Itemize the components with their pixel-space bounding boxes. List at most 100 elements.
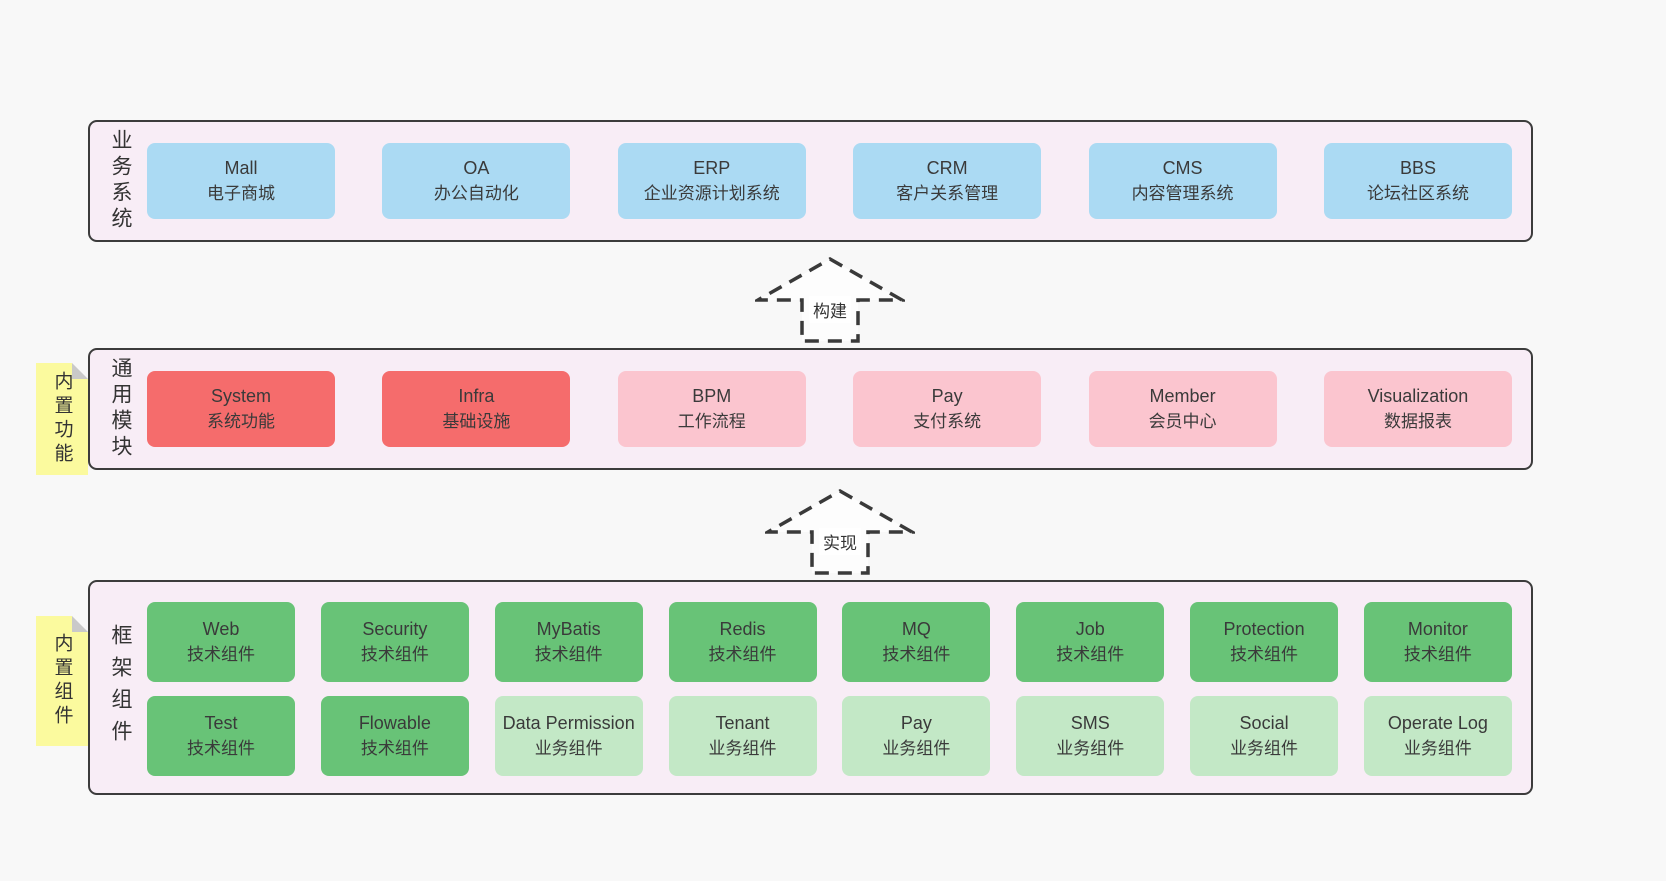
- box-bbs: BBS 论坛社区系统: [1323, 143, 1512, 219]
- box-title: BPM: [692, 386, 732, 406]
- box-data-permission: Data Permission 业务组件: [494, 696, 643, 776]
- box-title: SMS: [1070, 713, 1110, 733]
- box-mybatis: MyBatis 技术组件: [494, 602, 643, 682]
- box-web: Web 技术组件: [147, 602, 295, 682]
- box-tenant: Tenant 业务组件: [668, 696, 817, 776]
- box-title: Visualization: [1367, 386, 1469, 406]
- box-infra: Infra 基础设施: [382, 371, 571, 447]
- box-operate-log: Operate Log 业务组件: [1363, 696, 1512, 776]
- box-title: Operate Log: [1387, 713, 1488, 733]
- box-title: Test: [204, 713, 238, 733]
- box-member: Member 会员中心: [1088, 371, 1277, 447]
- box-title: Pay: [900, 713, 932, 733]
- box-protection: Protection 技术组件: [1190, 602, 1339, 682]
- box-subtitle: 业务组件: [1403, 739, 1472, 758]
- panel-modules-label: 通用模块: [109, 357, 132, 461]
- box-subtitle: 电子商城: [207, 184, 275, 203]
- box-monitor: Monitor 技术组件: [1363, 602, 1512, 682]
- framework-row-2: Test 技术组件 Flowable 技术组件 Data Permission …: [147, 696, 1512, 776]
- box-subtitle: 客户关系管理: [896, 184, 999, 203]
- box-subtitle: 业务组件: [708, 739, 777, 758]
- box-subtitle: 系统功能: [207, 412, 275, 431]
- box-visualization: Visualization 数据报表: [1323, 371, 1512, 447]
- box-subtitle: 技术组件: [187, 739, 255, 758]
- box-subtitle: 工作流程: [677, 412, 746, 431]
- box-title: OA: [463, 158, 490, 178]
- box-title: Tenant: [715, 713, 770, 733]
- module-boxes: System 系统功能 Infra 基础设施 BPM 工作流程 Pay 支付系统…: [147, 350, 1512, 468]
- box-subtitle: 支付系统: [913, 412, 982, 431]
- box-subtitle: 技术组件: [1403, 645, 1472, 664]
- box-subtitle: 企业资源计划系统: [643, 184, 780, 203]
- panel-common-modules: 通用模块 System 系统功能 Infra 基础设施 BPM 工作流程 Pay…: [88, 348, 1533, 470]
- box-subtitle: 技术组件: [187, 645, 255, 664]
- box-title: Mall: [224, 158, 258, 178]
- box-mq: MQ 技术组件: [842, 602, 991, 682]
- box-title: Protection: [1223, 619, 1305, 639]
- box-bpm: BPM 工作流程: [617, 371, 806, 447]
- box-title: BBS: [1399, 158, 1436, 178]
- panel-business-label: 业务系统: [109, 129, 132, 233]
- box-title: ERP: [693, 158, 731, 178]
- sticky-note-builtin-features: 内置功能: [36, 363, 88, 475]
- box-security: Security 技术组件: [320, 602, 469, 682]
- box-subtitle: 数据报表: [1383, 412, 1452, 431]
- box-title: System: [210, 386, 271, 406]
- box-sms: SMS 业务组件: [1016, 696, 1165, 776]
- framework-row-1: Web 技术组件 Security 技术组件 MyBatis 技术组件 Redi…: [147, 602, 1512, 682]
- box-erp: ERP 企业资源计划系统: [617, 143, 806, 219]
- business-boxes: Mall 电子商城 OA 办公自动化 ERP 企业资源计划系统 CRM 客户关系…: [147, 122, 1512, 240]
- box-title: CMS: [1162, 158, 1203, 178]
- box-subtitle: 技术组件: [534, 645, 603, 664]
- box-subtitle: 技术组件: [360, 739, 429, 758]
- box-subtitle: 会员中心: [1148, 412, 1217, 431]
- framework-rows: Web 技术组件 Security 技术组件 MyBatis 技术组件 Redi…: [147, 582, 1512, 793]
- box-system: System 系统功能: [147, 371, 335, 447]
- box-job: Job 技术组件: [1016, 602, 1165, 682]
- box-subtitle: 技术组件: [708, 645, 777, 664]
- box-subtitle: 基础设施: [442, 412, 511, 431]
- box-title: Infra: [458, 386, 495, 406]
- panel-business-systems: 业务系统 Mall 电子商城 OA 办公自动化 ERP 企业资源计划系统 CRM…: [88, 120, 1533, 242]
- box-pay-component: Pay 业务组件: [842, 696, 991, 776]
- arrow-implement: 实现: [765, 488, 915, 576]
- box-oa: OA 办公自动化: [382, 143, 571, 219]
- box-title: CRM: [926, 158, 968, 178]
- box-subtitle: 业务组件: [882, 739, 951, 758]
- box-pay-system: Pay 支付系统: [853, 371, 1042, 447]
- box-cms: CMS 内容管理系统: [1088, 143, 1277, 219]
- box-subtitle: 办公自动化: [433, 184, 519, 203]
- box-subtitle: 业务组件: [534, 739, 603, 758]
- box-title: Social: [1239, 713, 1289, 733]
- box-test: Test 技术组件: [147, 696, 295, 776]
- box-title: Web: [202, 619, 240, 639]
- box-subtitle: 技术组件: [360, 645, 429, 664]
- box-subtitle: 业务组件: [1056, 739, 1125, 758]
- arrow-build: 构建: [755, 256, 905, 344]
- box-title: Data Permission: [502, 713, 635, 733]
- box-title: Monitor: [1407, 619, 1468, 639]
- box-subtitle: 技术组件: [1230, 645, 1299, 664]
- box-crm: CRM 客户关系管理: [853, 143, 1042, 219]
- box-social: Social 业务组件: [1190, 696, 1339, 776]
- arrow-implement-label: 实现: [819, 528, 861, 555]
- panel-framework-components: 框架组件 Web 技术组件 Security 技术组件 MyBatis 技术组件…: [88, 580, 1533, 795]
- arrow-build-label: 构建: [809, 296, 851, 323]
- box-title: Security: [362, 619, 428, 639]
- box-title: MQ: [901, 619, 931, 639]
- box-subtitle: 技术组件: [882, 645, 951, 664]
- box-title: Pay: [931, 386, 963, 406]
- box-mall: Mall 电子商城: [147, 143, 335, 219]
- box-subtitle: 技术组件: [1056, 645, 1125, 664]
- panel-framework-label: 框架组件: [109, 623, 132, 752]
- box-subtitle: 业务组件: [1230, 739, 1299, 758]
- box-title: Job: [1075, 619, 1105, 639]
- box-title: Flowable: [358, 713, 431, 733]
- box-redis: Redis 技术组件: [668, 602, 817, 682]
- box-subtitle: 论坛社区系统: [1366, 184, 1469, 203]
- sticky-note-builtin-components: 内置组件: [36, 616, 88, 746]
- box-flowable: Flowable 技术组件: [320, 696, 469, 776]
- box-title: Redis: [719, 619, 766, 639]
- box-subtitle: 内容管理系统: [1131, 184, 1234, 203]
